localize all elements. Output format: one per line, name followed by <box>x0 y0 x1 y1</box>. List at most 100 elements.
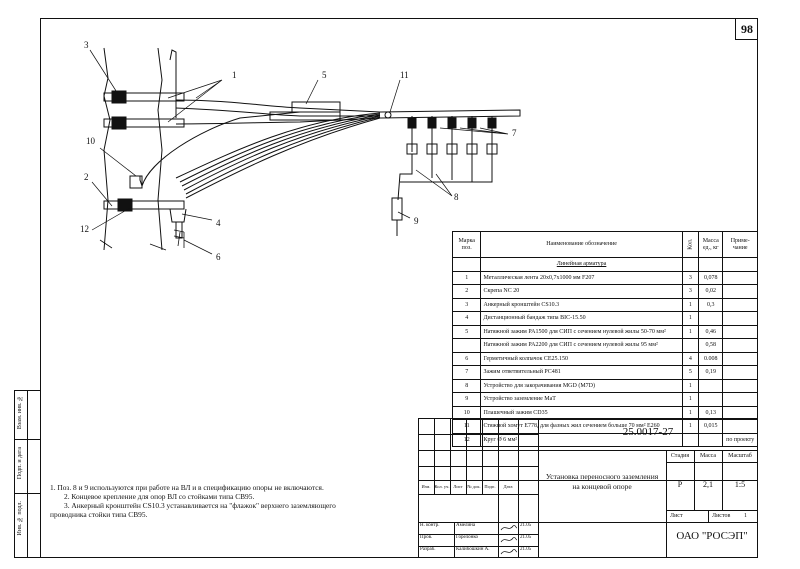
spec-cell-note <box>722 270 758 285</box>
spec-cell-qty: 4 <box>681 351 700 366</box>
spec-cell-mass: 0,46 <box>698 324 724 339</box>
callout-12: 12 <box>80 224 89 234</box>
col-mass: Масса ед., кг <box>698 231 724 258</box>
spec-cell-mass <box>698 311 724 326</box>
spec-cell-qty <box>681 432 700 447</box>
band-lower <box>103 200 185 210</box>
note-1: 1. Поз. 8 и 9 используются при работе на… <box>50 483 324 492</box>
callout-1: 1 <box>232 70 237 80</box>
organization: ОАО "РОСЭП" <box>676 530 748 542</box>
band-upper <box>103 92 185 102</box>
name-1: Амелина <box>456 523 476 528</box>
spec-cell-mass <box>698 392 724 407</box>
side-replaced-inv: Взам. инв. № <box>17 395 23 430</box>
spec-cell-note <box>722 378 758 393</box>
spec-cell-pos: 9 <box>451 392 482 407</box>
spec-row: 11Стяжной хомут E778, для фазных жил сеч… <box>451 419 758 434</box>
callout-4: 4 <box>216 218 221 228</box>
col-date: Дата <box>503 484 513 489</box>
sheet-label: Лист <box>670 513 683 519</box>
spec-cell-name: Натяжной зажим PA1500 для СИП с сечением… <box>480 324 683 339</box>
scale-label: Масштаб <box>728 453 752 459</box>
callout-10: 10 <box>86 136 96 146</box>
spec-cell-note <box>722 365 758 380</box>
band-middle <box>103 118 185 128</box>
specification-table: Марка поз. Наименование обозначение Кол.… <box>451 231 758 447</box>
callout-6: 6 <box>216 252 221 262</box>
col-doc: № док. <box>467 484 481 489</box>
stage-label: Стадия <box>670 453 690 459</box>
spec-cell-pos: 4 <box>451 311 482 326</box>
spec-cell-name: Дистанционный бандаж типа BIC-15.50 <box>480 311 683 326</box>
spec-cell-pos: 3 <box>451 297 482 312</box>
spec-cell-mass: 0,015 <box>698 419 724 434</box>
callout-7: 7 <box>512 128 517 138</box>
spec-cell-name: Герметичный колпачок CE25.150 <box>480 351 683 366</box>
spec-cell-qty: 1 <box>681 392 700 407</box>
role-prov: Пров. <box>420 535 433 540</box>
spec-cell-mass: 0,58 <box>698 338 724 353</box>
section-title: Линейная арматура <box>480 257 683 272</box>
spec-cell-note <box>722 324 758 339</box>
drawing-title: Установка переносного заземления на конц… <box>545 472 659 491</box>
spec-cell-note <box>722 311 758 326</box>
sheets-label: Листов <box>712 513 731 519</box>
mass-value: 2,1 <box>703 480 713 489</box>
spec-cell-pos: 8 <box>451 378 482 393</box>
callout-2: 2 <box>84 172 89 182</box>
spec-cell-note <box>722 284 758 299</box>
spec-cell-pos: 1 <box>451 270 482 285</box>
tension-clamp <box>291 101 341 113</box>
callout-5: 5 <box>322 70 327 80</box>
spec-cell-name: Круг Ø 6 мм² <box>480 432 683 447</box>
spec-cell-name: Устройство заземление MaT <box>480 392 683 407</box>
col-izm: Изм. <box>421 484 431 489</box>
spec-cell-name: Стяжной хомут E778, для фазных жил сечен… <box>480 419 683 434</box>
spec-cell-mass: 0,19 <box>698 365 724 380</box>
spec-cell-qty: 1 <box>681 324 700 339</box>
col-note: Приме- чание <box>722 231 758 258</box>
grounding-device <box>391 197 403 221</box>
spec-cell-note <box>722 297 758 312</box>
branch-clamps <box>397 116 498 201</box>
spec-cell-pos: 6 <box>451 351 482 366</box>
spec-cell-note <box>722 419 758 434</box>
spec-cell-qty: 5 <box>681 365 700 380</box>
callout-11: 11 <box>400 70 409 80</box>
note-2: 2. Концевое крепление для опор ВЛ со сто… <box>64 492 255 501</box>
name-2: Горелонко <box>456 535 479 540</box>
spec-cell-qty: 1 <box>681 311 700 326</box>
spec-cell-qty: 3 <box>681 270 700 285</box>
spec-cell-mass: 0.008 <box>698 351 724 366</box>
name-3: Калибошкин А. <box>456 547 490 552</box>
col-sign: Подп. <box>484 484 496 489</box>
sheet-number: 98 <box>735 18 758 40</box>
spec-cell-mass: 0,02 <box>698 284 724 299</box>
spec-cell-note: по проекту <box>722 432 758 447</box>
spec-cell-qty: 1 <box>681 378 700 393</box>
callout-9: 9 <box>414 216 419 226</box>
spec-cell-pos: 7 <box>451 365 482 380</box>
doc-number: 25.0017-27 <box>622 426 674 438</box>
spec-cell-qty <box>681 338 700 353</box>
spec-cell-pos: 2 <box>451 284 482 299</box>
date-1: 21.05 <box>520 523 532 528</box>
spec-cell-qty: 3 <box>681 284 700 299</box>
spec-cell-note <box>722 392 758 407</box>
side-sign-date: Подп. и дата <box>17 447 23 480</box>
side-orig-inv: Инв. № подл. <box>17 501 23 536</box>
role-razrab: Разраб. <box>420 547 436 552</box>
drawing-frame <box>40 18 758 558</box>
col-pos: Марка поз. <box>451 231 482 258</box>
spec-cell-mass <box>698 432 724 447</box>
spec-cell-pos: 5 <box>451 324 482 339</box>
spec-row: Натяжной зажим PA2200 для СИП с сечением… <box>451 338 758 353</box>
spec-cell-qty: 1 <box>681 297 700 312</box>
signatures <box>500 525 518 555</box>
sheets-value: 1 <box>744 513 747 519</box>
